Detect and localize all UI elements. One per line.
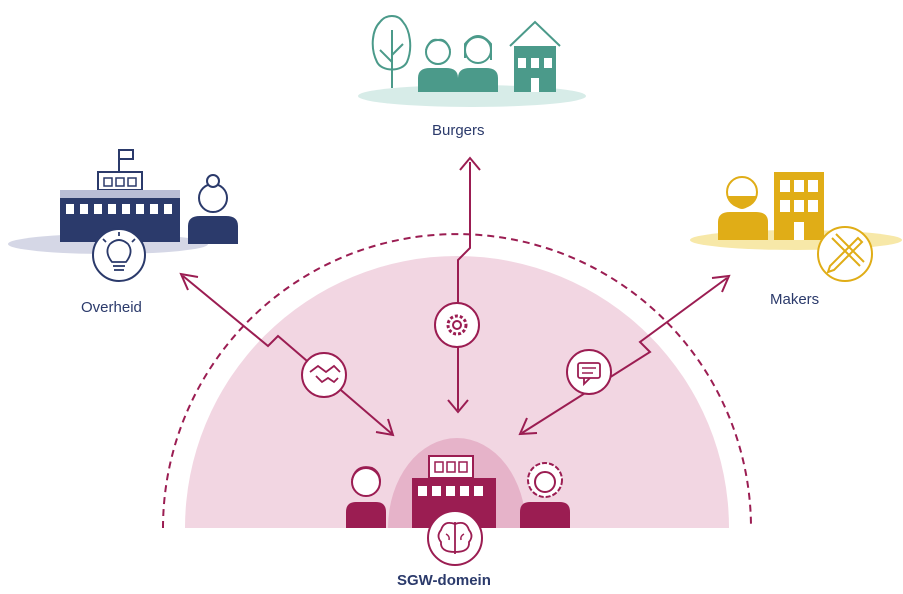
bearded-person-icon [718,176,768,240]
center-arrowhead-right [518,417,538,436]
pencil-ruler-icon [817,226,873,282]
person-icon [188,174,238,244]
overheid-arrowhead [179,272,199,291]
handshake-icon [301,352,347,398]
makers-label: Makers [770,291,820,308]
makers-arrowhead [711,274,731,293]
overheid-label: Overheid [81,299,142,316]
person-icon [520,462,570,528]
person-icon [418,38,458,92]
center-group [346,455,570,566]
burgers-label: Burgers [432,122,485,139]
sgw-dome-boundary [162,233,752,529]
makers-group [690,172,902,282]
chat-icon [566,349,612,395]
center-arrowhead-top [447,399,469,414]
brain-icon [427,510,483,566]
gear-icon [434,302,480,348]
burgers-arrowhead [459,156,481,171]
lightbulb-icon [92,228,146,282]
house-icon [509,20,561,92]
person-icon [346,466,386,528]
tree-icon [371,15,412,88]
sgw-domein-label: SGW-domein [397,572,491,589]
burgers-group [358,15,586,107]
person-icon [458,35,498,92]
building-icon [412,455,496,528]
center-arrowhead-left [375,418,395,437]
overheid-group [8,149,238,282]
government-building-icon [60,149,180,242]
building-icon [774,172,824,240]
